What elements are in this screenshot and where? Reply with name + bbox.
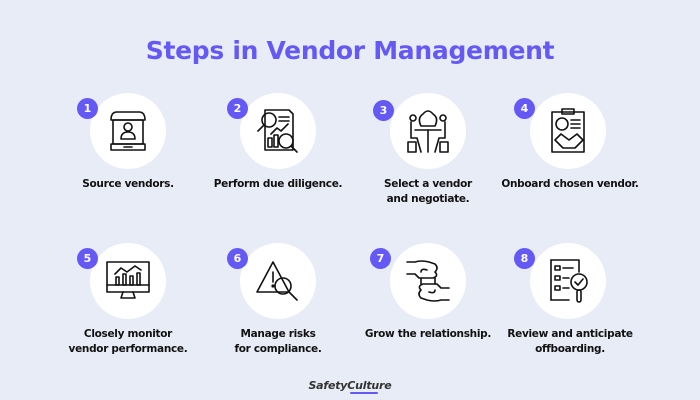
step-8-icon-circle xyxy=(530,243,606,319)
step-8-badge: 8 xyxy=(514,248,535,269)
step-3-icon-circle xyxy=(390,93,466,169)
safetyculture-logo: SafetyCulture xyxy=(308,379,392,392)
step-7-label: Grow the relationship. xyxy=(364,328,492,340)
step-4-badge: 4 xyxy=(514,98,535,119)
step-4-icon-circle xyxy=(530,93,606,169)
step-1-icon-circle xyxy=(90,93,166,169)
step-1-badge: 1 xyxy=(77,98,98,119)
step-1-label: Source vendors. xyxy=(82,178,174,190)
step-6-label: Manage risks for compliance. xyxy=(234,328,322,355)
step-2-icon-circle xyxy=(240,93,316,169)
step-3-label: Select a vendor and negotiate. xyxy=(384,178,472,205)
vendor-booth-icon xyxy=(110,111,146,151)
financial-report-magnifier-icon xyxy=(257,109,298,153)
checklist-magnifier-icon xyxy=(550,259,588,303)
step-3-badge: 3 xyxy=(373,100,394,121)
step-5-badge: 5 xyxy=(77,248,98,269)
step-8-label: Review and anticipate offboarding. xyxy=(507,328,633,355)
step-2-badge: 2 xyxy=(227,98,248,119)
step-7-icon-circle xyxy=(390,243,466,319)
page-title: Steps in Vendor Management xyxy=(145,36,555,65)
hands-puzzle-icon xyxy=(406,260,450,302)
warning-magnifier-icon xyxy=(256,261,298,301)
negotiation-table-icon xyxy=(407,110,449,153)
logo-underline xyxy=(350,392,378,394)
step-5-label: Closely monitor vendor performance. xyxy=(68,328,188,355)
step-7-badge: 7 xyxy=(370,248,391,269)
step-6-badge: 6 xyxy=(227,248,248,269)
clipboard-handshake-icon xyxy=(551,108,585,153)
step-4-label: Onboard chosen vendor. xyxy=(501,178,639,190)
step-5-icon-circle xyxy=(90,243,166,319)
monitor-chart-icon xyxy=(106,261,150,299)
step-2-label: Perform due diligence. xyxy=(213,178,343,190)
step-6-icon-circle xyxy=(240,243,316,319)
